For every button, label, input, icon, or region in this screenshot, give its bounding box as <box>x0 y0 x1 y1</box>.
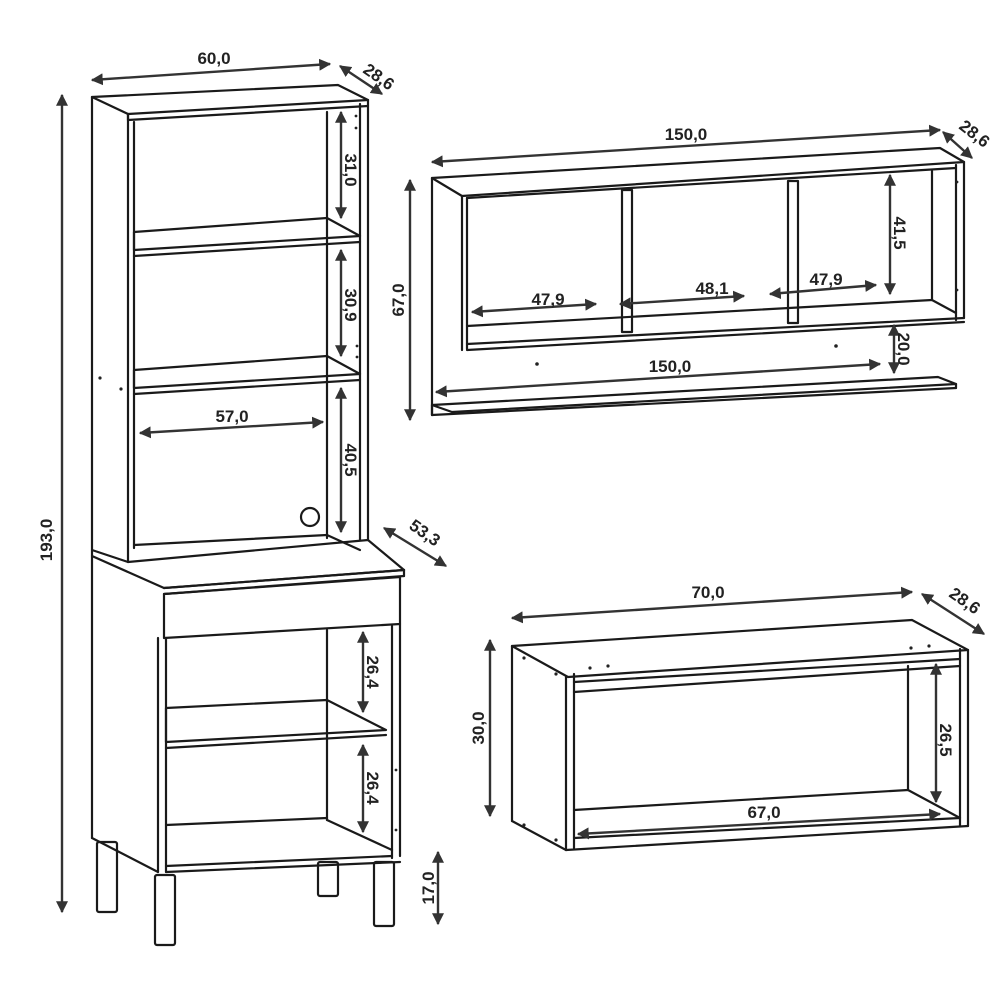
upper-shelf-2 <box>132 354 362 390</box>
cable-hole-icon <box>299 506 321 528</box>
dim-niche-height-label: 40,5 <box>341 443 360 476</box>
dim-lower-shelf2-label: 26,4 <box>363 771 382 805</box>
upper-shelf-1 <box>132 216 362 252</box>
dim-cabinet-inner-height-label: 26,5 <box>936 723 955 756</box>
legs <box>95 840 396 947</box>
tall-cabinet <box>90 83 406 947</box>
dim-leg-height-label: 17,0 <box>419 871 438 904</box>
divider-left <box>620 188 634 334</box>
dim-middle-compartment-label: 48,1 <box>695 279 728 298</box>
wall-cabinet-top <box>510 618 970 679</box>
dim-cabinet-width-label: 70,0 <box>691 583 724 602</box>
dim-cabinet-height-label: 30,0 <box>469 711 488 744</box>
dim-shelf2-label: 30,9 <box>341 288 360 321</box>
dim-left-compartment-label: 47,9 <box>531 290 564 309</box>
wall-shelf-ledge <box>430 375 958 414</box>
wall-shelf-dimensions: 150,0 28,6 67,0 47,9 48,1 47,9 41,5 20,0… <box>389 116 994 422</box>
dim-ledge-width-label: 150,0 <box>649 357 692 376</box>
dim-cabinet-inner-width-label: 67,0 <box>747 803 780 822</box>
dim-niche-width-label: 57,0 <box>215 407 248 426</box>
tall-cabinet-top <box>90 83 370 116</box>
wall-cabinet-dimensions: 70,0 28,6 30,0 26,5 67,0 <box>469 583 986 840</box>
dim-width-label: 60,0 <box>197 49 230 68</box>
dim-shelf-height-label: 67,0 <box>389 283 408 316</box>
dim-right-compartment-label: 47,9 <box>809 270 842 289</box>
dim-shelf-depth-label: 28,6 <box>956 116 994 151</box>
dim-total-height-label: 193,0 <box>37 519 56 562</box>
dim-compartment-height-label: 41,5 <box>890 216 909 249</box>
dim-shelf1-label: 31,0 <box>341 153 360 186</box>
tall-cabinet-dimensions: 60,0 28,6 193,0 31,0 30,9 40,5 57,0 53,3… <box>37 49 448 926</box>
divider-right <box>786 179 800 325</box>
dim-lower-shelf1-label: 26,4 <box>363 655 382 689</box>
dim-depth-label: 28,6 <box>360 60 398 95</box>
lower-shelf <box>164 698 388 744</box>
dim-shelf-width-label: 150,0 <box>665 125 708 144</box>
dim-ledge-height-label: 20,0 <box>894 332 913 365</box>
